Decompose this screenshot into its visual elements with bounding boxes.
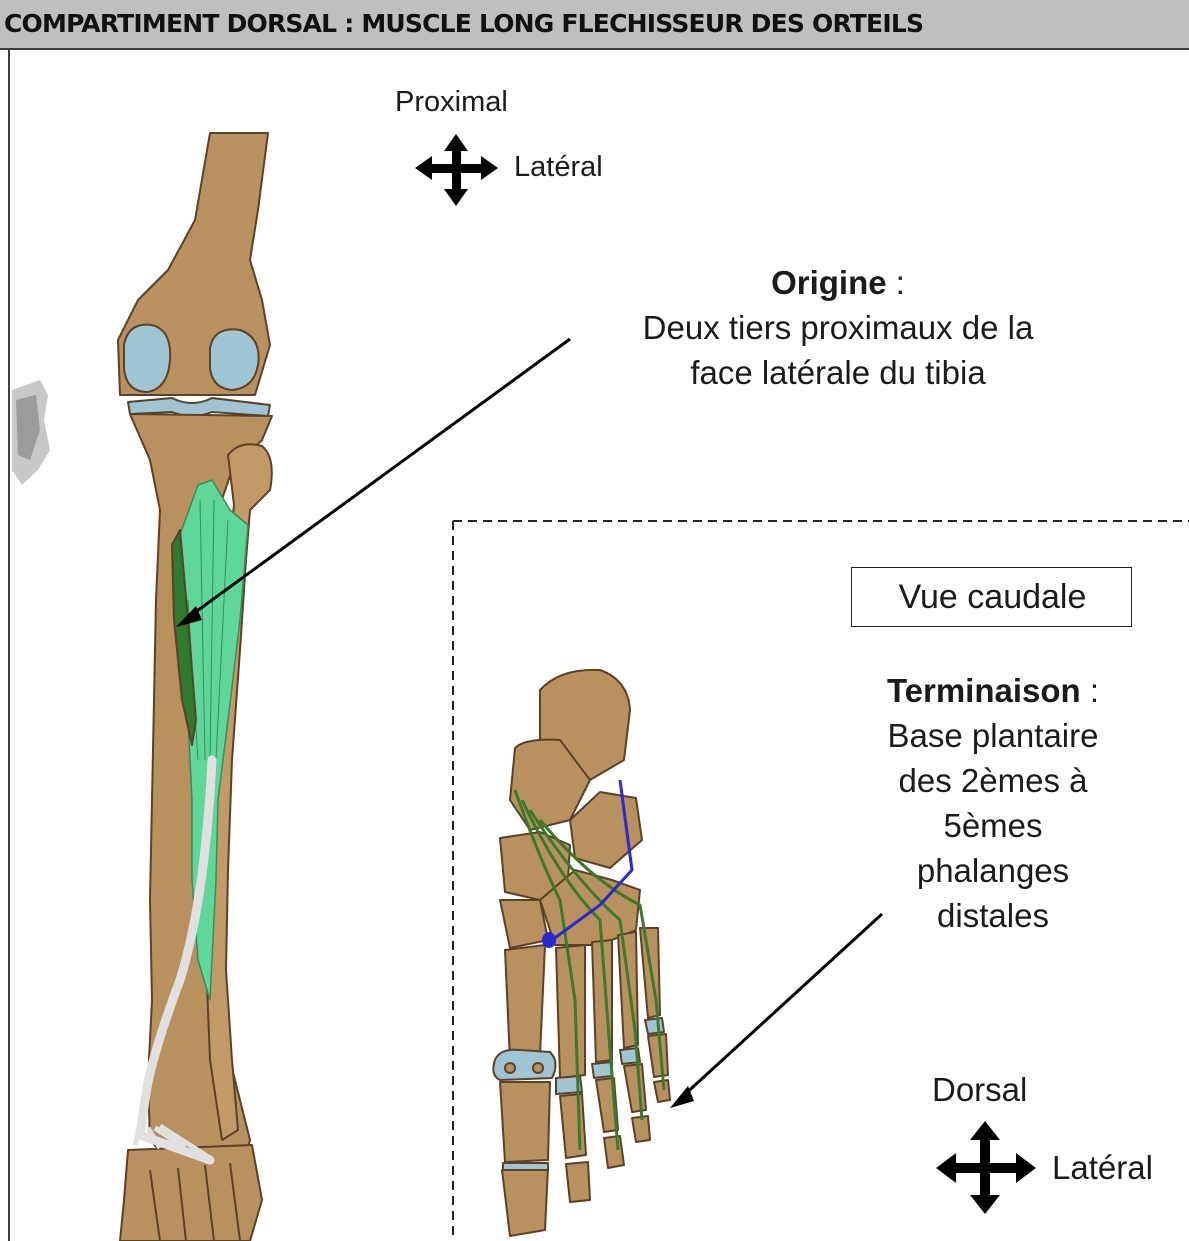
femoral-condyle-cartilage-medial [123, 323, 172, 393]
termination-line-2: des 2èmes à [898, 762, 1088, 799]
four-way-arrow-icon [415, 134, 498, 206]
origin-title: Origine [771, 264, 887, 301]
origin-line-2: face latérale du tibia [690, 354, 986, 391]
talus-bone [509, 738, 591, 831]
inset-frame [452, 520, 1189, 1241]
termination-pointer-arrow [670, 912, 884, 1108]
origin-line-1: Deux tiers proximaux de la [642, 309, 1034, 346]
origin-description: Origine : Deux tiers proximaux de la fac… [600, 260, 1076, 395]
muscle-origin-area [171, 529, 197, 746]
plantar-nerve [551, 779, 634, 942]
termination-line-4: phalanges [916, 852, 1070, 889]
termination-line-1: Base plantaire [887, 717, 1099, 754]
phalanges-bones [499, 1033, 671, 1237]
page-header: COMPARTIMENT DORSAL : MUSCLE LONG FLECHI… [0, 0, 1189, 50]
termination-description: Terminaison : Base plantaire des 2èmes à… [852, 668, 1134, 938]
foot-bones-leg-view [119, 1144, 263, 1241]
termination-line-5: distales [937, 897, 1049, 934]
page-title: COMPARTIMENT DORSAL : MUSCLE LONG FLECHI… [4, 9, 924, 38]
femoral-condyle-cartilage-lateral [209, 328, 260, 391]
orientation-lateral-label-top: Latéral [514, 151, 603, 183]
orientation-lateral-label-bottom: Latéral [1052, 1149, 1153, 1186]
view-label: Vue caudale [898, 578, 1087, 616]
orientation-dorsal-label: Dorsal [932, 1071, 1028, 1108]
sesamoid-cartilage [492, 1048, 557, 1081]
four-way-arrow-icon [936, 1121, 1036, 1214]
scan-artifact [12, 380, 50, 485]
orientation-proximal-label: Proximal [395, 86, 508, 118]
flexor-tendon [135, 755, 217, 1165]
termination-line-3: 5èmes [943, 807, 1043, 844]
termination-title: Terminaison [886, 672, 1081, 709]
left-border-line [8, 50, 10, 1241]
termination-colon: : [1080, 672, 1100, 709]
foot-illustration [492, 668, 671, 1237]
leg-illustration [117, 132, 273, 1241]
origin-pointer-arrow [176, 337, 571, 627]
view-label-box: Vue caudale [851, 567, 1132, 627]
foot-flexor-tendons [513, 789, 666, 1151]
origin-colon: : [886, 264, 905, 301]
